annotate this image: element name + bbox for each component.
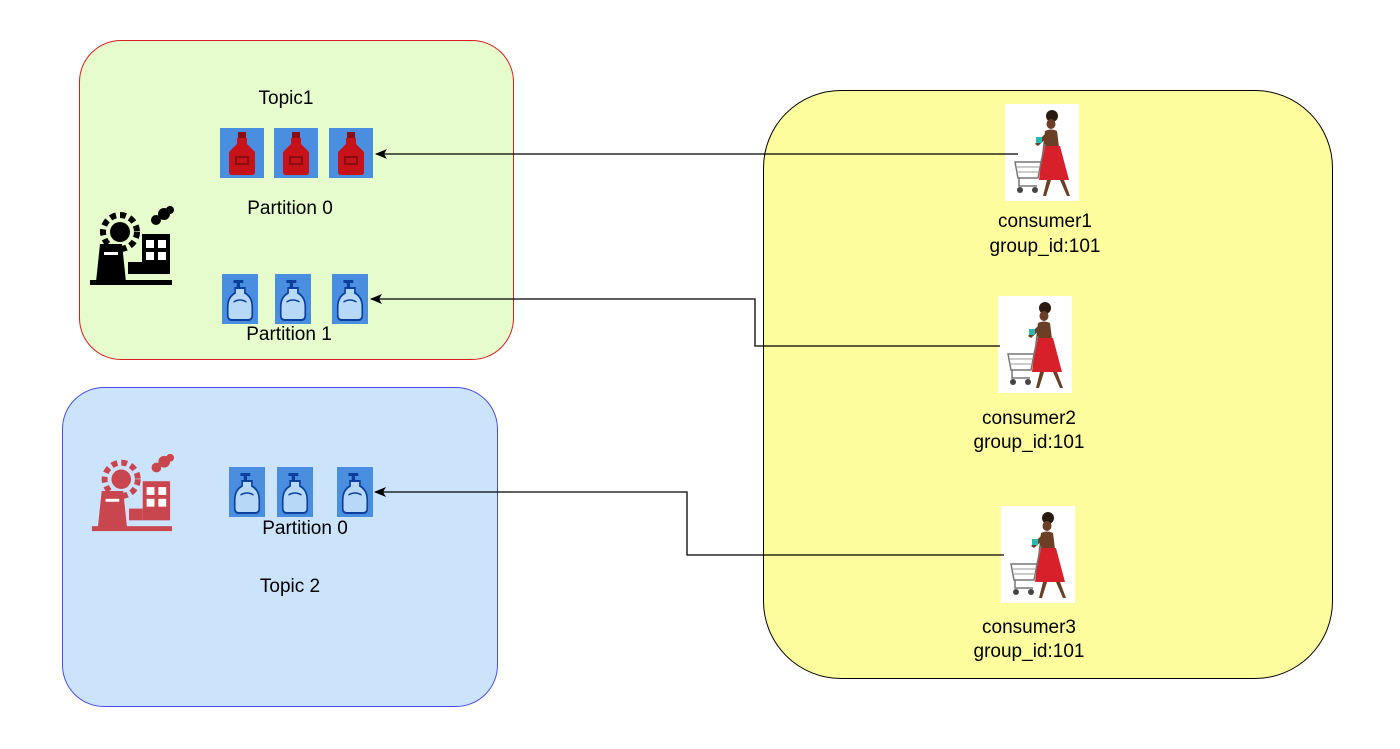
consumer2-name: consumer2 bbox=[982, 408, 1076, 429]
shopper-with-cart-icon bbox=[998, 296, 1072, 393]
topic2-title: Topic 2 bbox=[259, 576, 321, 597]
consumer3-to-topic2-partition0-arrow bbox=[374, 487, 1004, 556]
consumer1-group-id: group_id:101 bbox=[989, 236, 1101, 257]
topic1-partition1-label: Partition 1 bbox=[246, 324, 332, 345]
consumer2-group-id: group_id:101 bbox=[973, 432, 1085, 453]
topic2-container bbox=[62, 387, 498, 707]
shopper-with-cart-icon bbox=[1005, 104, 1079, 201]
consumer3-group-id: group_id:101 bbox=[973, 641, 1085, 662]
topic1-partition0-label: Partition 0 bbox=[247, 198, 333, 219]
consumer3-name: consumer3 bbox=[982, 617, 1076, 638]
topic1-title: Topic1 bbox=[258, 88, 314, 109]
topic2-partition0-label: Partition 0 bbox=[262, 518, 348, 539]
shopper-with-cart-icon bbox=[1001, 506, 1075, 603]
consumer1-name: consumer1 bbox=[998, 211, 1092, 232]
consumer2-to-topic1-partition1-arrow bbox=[370, 294, 1000, 347]
